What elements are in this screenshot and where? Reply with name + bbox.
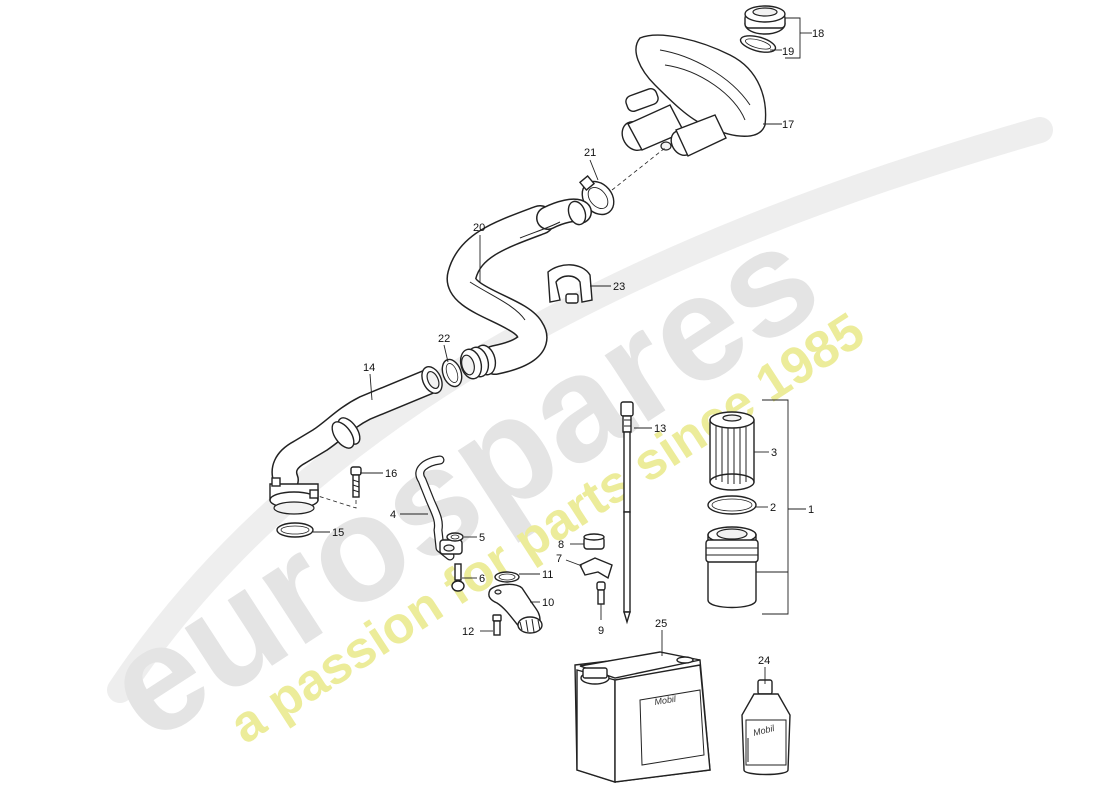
callout-24: 24	[758, 655, 770, 667]
canister-brand-label: Mobil	[654, 694, 678, 707]
part-o-ring-2	[707, 495, 757, 515]
callout-12: 12	[462, 626, 474, 638]
part-oil-filter-housing	[705, 526, 759, 609]
part-oil-filler-housing	[621, 34, 767, 157]
part-holder-7	[579, 557, 613, 580]
part-oil-filler-cap	[744, 5, 786, 35]
callout-labels: 18 19 17 21 20 23 22 14 16 15 4 5 6 11 1…	[332, 28, 824, 667]
callout-5: 5	[479, 532, 485, 544]
callout-25: 25	[655, 618, 667, 630]
callout-18: 18	[812, 28, 824, 40]
callout-7: 7	[556, 553, 562, 565]
assembly-line-21-17	[611, 147, 666, 191]
callout-14: 14	[363, 362, 375, 374]
callout-1: 1	[808, 504, 814, 516]
bracket-1	[762, 399, 789, 615]
part-bolt-6	[451, 563, 465, 592]
leader-lines	[313, 17, 812, 684]
part-oil-pipe-flange	[488, 583, 543, 634]
part-bracket-clip	[547, 264, 593, 304]
callout-15: 15	[332, 527, 344, 539]
part-gasket-11	[494, 571, 520, 583]
part-o-ring-15	[276, 522, 314, 538]
part-bolt-12	[492, 614, 502, 636]
part-bolt-9	[596, 581, 606, 605]
callout-6: 6	[479, 573, 485, 585]
callout-17: 17	[782, 119, 794, 131]
callout-10: 10	[542, 597, 554, 609]
callout-22: 22	[438, 333, 450, 345]
assembly-line-16	[317, 495, 357, 509]
part-oil-canister: Mobil	[574, 651, 711, 783]
part-bolt-16	[350, 466, 362, 498]
part-vent-pipe	[269, 366, 443, 515]
part-breather-hose	[446, 198, 592, 380]
callout-2: 2	[770, 502, 776, 514]
part-seal-ring-19	[739, 35, 777, 53]
part-dipstick	[620, 401, 634, 625]
callout-16: 16	[385, 468, 397, 480]
callout-23: 23	[613, 281, 625, 293]
callout-19: 19	[782, 46, 794, 58]
part-seal-5	[446, 532, 464, 542]
callout-11: 11	[542, 569, 553, 581]
callout-8: 8	[558, 539, 564, 551]
part-oil-bottle: Mobil	[741, 679, 791, 776]
bracket-18	[785, 17, 801, 59]
part-oil-filter-element	[709, 411, 755, 491]
part-grommet-8	[583, 533, 605, 550]
part-oil-return-pipe	[415, 455, 463, 561]
callout-3: 3	[771, 447, 777, 459]
callout-20: 20	[473, 222, 485, 234]
callout-4: 4	[390, 509, 396, 521]
callout-9: 9	[598, 625, 604, 637]
callout-13: 13	[654, 423, 666, 435]
callout-21: 21	[584, 147, 596, 159]
